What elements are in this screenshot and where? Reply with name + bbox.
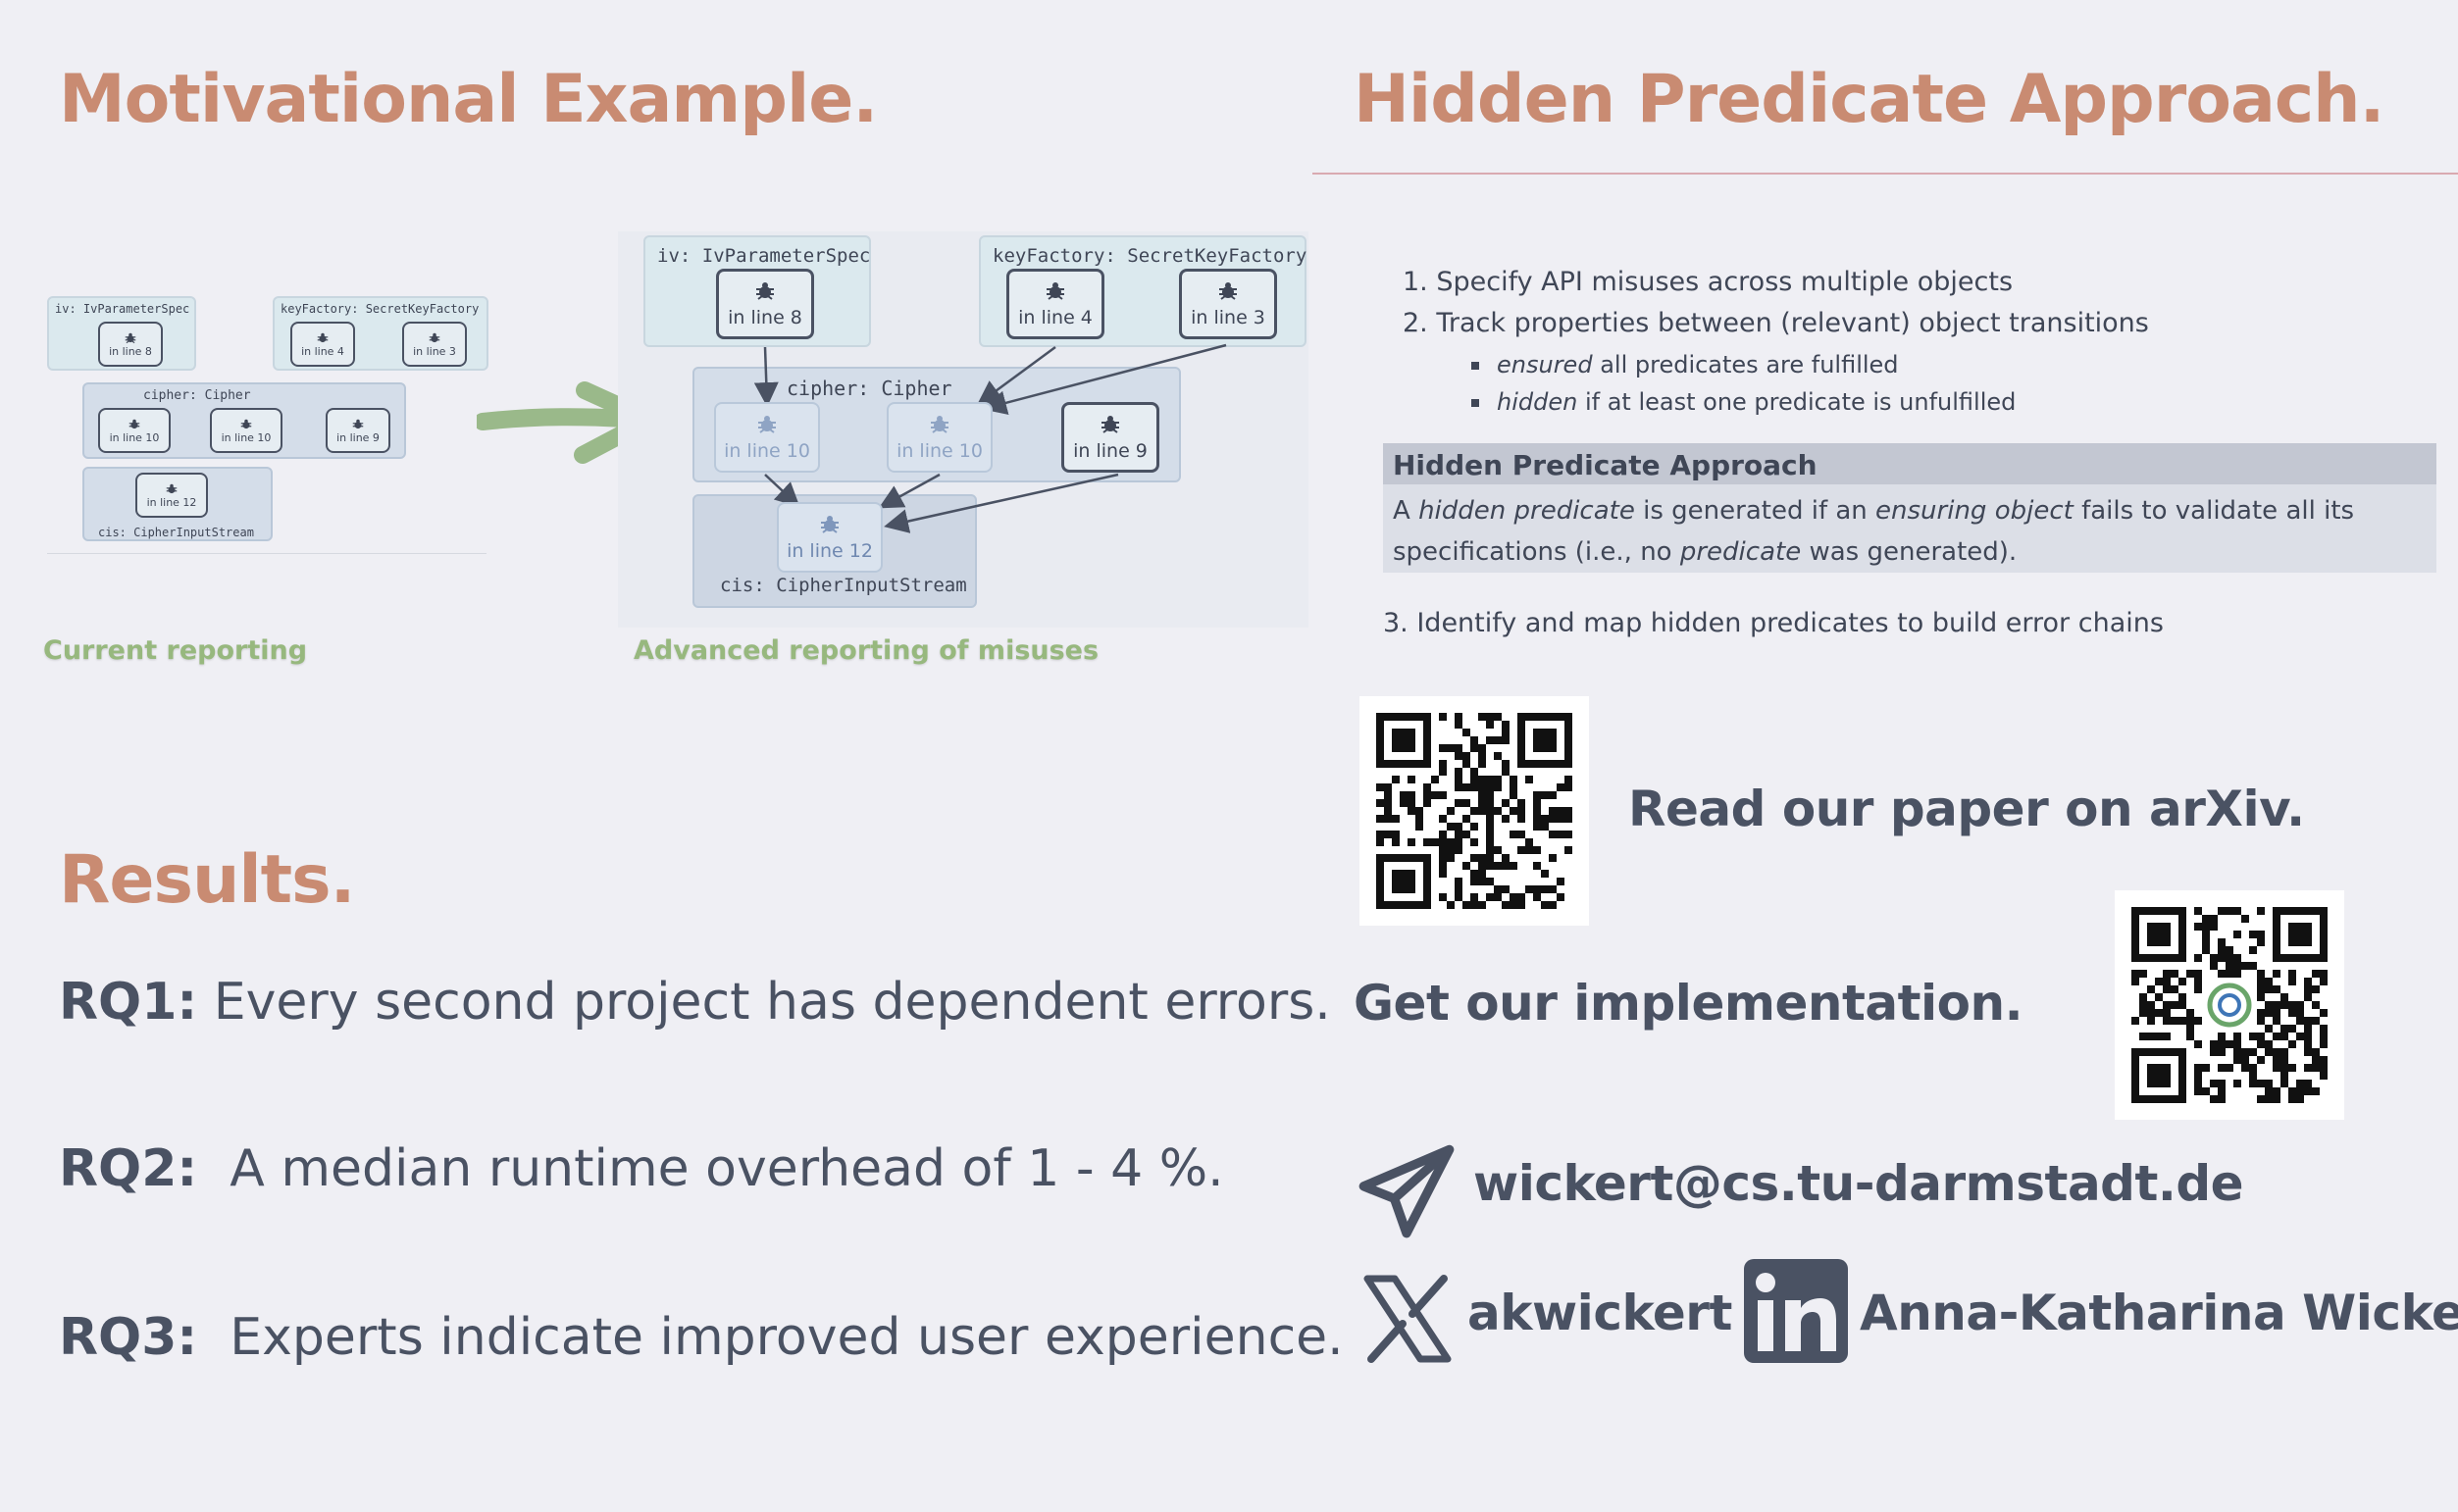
bug-icon [165, 482, 179, 496]
bug-icon [755, 413, 779, 436]
definition-box: Hidden Predicate Approach A hidden predi… [1383, 443, 2436, 573]
bug-icon [1216, 279, 1240, 303]
current-reporting-diagram: iv: IvParameterSpec keyFactory: SecretKe… [47, 290, 488, 555]
bug-line-label: in line 10 [724, 440, 810, 462]
bug-line-label: in line 8 [109, 344, 152, 358]
bug-line-label: in line 3 [413, 344, 456, 358]
hidden-predicate-heading: Hidden Predicate Approach. [1354, 61, 2384, 138]
bug-icon [753, 279, 777, 303]
email-link[interactable]: wickert@cs.tu-darmstadt.de [1473, 1155, 2244, 1212]
bug-marker-line-9: in line 9 [1061, 402, 1159, 473]
bullet-icon [1471, 362, 1479, 370]
bug-marker-line-8: in line 8 [98, 322, 163, 367]
bug-marker-line-3: in line 3 [402, 322, 467, 367]
bug-marker-line-4: in line 4 [1006, 269, 1104, 339]
cipher-object-label: cipher: Cipher [787, 377, 952, 400]
dependency-arrows [753, 343, 1227, 533]
definition-box-text: A hidden predicate is generated if an en… [1393, 496, 2355, 567]
bullet-icon [1471, 399, 1479, 407]
rq2-result: RQ2: A median runtime overhead of 1 - 4 … [59, 1139, 1224, 1198]
bug-icon [239, 418, 253, 431]
rq3-label: RQ3: [59, 1308, 198, 1367]
bug-marker-line-10a: in line 10 [714, 402, 820, 473]
iv-object-label: iv: IvParameterSpec [55, 302, 190, 316]
diagram-baseline [47, 553, 486, 554]
bug-icon [1099, 413, 1122, 436]
bug-icon [124, 331, 137, 345]
hidden-term: hidden [1497, 388, 1578, 416]
bug-line-label: in line 12 [146, 495, 197, 509]
bug-line-label: in line 10 [896, 440, 983, 462]
approach-subitem-hidden: hidden if at least one predicate is unfu… [1471, 388, 2016, 416]
cipher-object-label: cipher: Cipher [143, 388, 251, 403]
current-reporting-caption: Current reporting [43, 635, 308, 666]
x-handle-link[interactable]: akwickert [1467, 1285, 1732, 1341]
bug-line-label: in line 10 [221, 430, 272, 444]
bug-line-label: in line 4 [301, 344, 344, 358]
keyfactory-object-label: keyFactory: SecretKeyFactory [281, 302, 480, 316]
linkedin-icon [1742, 1257, 1850, 1369]
bug-line-label: in line 8 [728, 307, 802, 328]
bug-marker-line-12: in line 12 [135, 473, 208, 518]
bug-marker-line-12: in line 12 [777, 502, 883, 573]
bug-icon [818, 513, 842, 536]
bug-icon [128, 418, 141, 431]
approach-subitem-ensured: ensured all predicates are fulfilled [1471, 351, 1899, 378]
bug-marker-line-10a: in line 10 [98, 408, 171, 453]
motivation-heading: Motivational Example. [59, 61, 878, 138]
cis-object-label: cis: CipherInputStream [98, 526, 254, 539]
bug-marker-line-4: in line 4 [290, 322, 355, 367]
linkedin-name-link[interactable]: Anna-Katharina Wickert [1860, 1285, 2458, 1341]
x-logo-icon [1361, 1275, 1454, 1367]
ensured-text: all predicates are fulfilled [1592, 351, 1899, 378]
bug-marker-line-10b: in line 10 [887, 402, 993, 473]
paper-qr-code[interactable] [1359, 696, 1589, 926]
rq2-text: A median runtime overhead of 1 - 4 %. [197, 1139, 1224, 1198]
definition-box-header [1383, 443, 2436, 484]
cis-object-label: cis: CipherInputStream [720, 575, 967, 596]
heading-divider [1312, 173, 2458, 175]
rq1-label: RQ1: [59, 973, 198, 1032]
bug-marker-line-9: in line 9 [326, 408, 390, 453]
bug-marker-line-3: in line 3 [1179, 269, 1277, 339]
ensured-term: ensured [1497, 351, 1593, 378]
bug-marker-line-10b: in line 10 [210, 408, 282, 453]
implementation-link-text[interactable]: Get our implementation. [1354, 975, 2023, 1032]
bug-icon [1044, 279, 1067, 303]
approach-item-1: 1. Specify API misuses across multiple o… [1403, 267, 2014, 297]
bug-icon [928, 413, 951, 436]
bug-icon [316, 331, 330, 345]
approach-item-3: 3. Identify and map hidden predicates to… [1383, 608, 2164, 638]
approach-item-2: 2. Track properties between (relevant) o… [1403, 308, 2149, 338]
bug-marker-line-8: in line 8 [716, 269, 814, 339]
iv-object-label: iv: IvParameterSpec [657, 245, 871, 267]
bug-line-label: in line 9 [336, 430, 380, 444]
bug-icon [351, 418, 365, 431]
results-heading: Results. [59, 841, 355, 919]
paper-plane-icon [1356, 1139, 1458, 1245]
definition-box-title: Hidden Predicate Approach [1393, 449, 1818, 481]
advanced-reporting-diagram: iv: IvParameterSpec keyFactory: SecretKe… [618, 231, 1308, 628]
bug-icon [428, 331, 441, 345]
advanced-reporting-caption: Advanced reporting of misuses [634, 635, 1100, 666]
rq1-text: Every second project has dependent error… [197, 973, 1331, 1032]
hidden-text: if at least one predicate is unfulfilled [1577, 388, 2017, 416]
bug-line-label: in line 3 [1191, 307, 1265, 328]
bug-line-label: in line 12 [787, 540, 873, 562]
implementation-qr-code[interactable] [2115, 890, 2344, 1120]
rq3-result: RQ3: Experts indicate improved user expe… [59, 1308, 1344, 1367]
bug-line-label: in line 9 [1073, 440, 1148, 462]
bug-line-label: in line 10 [109, 430, 160, 444]
rq1-result: RQ1: Every second project has dependent … [59, 973, 1331, 1032]
rq3-text: Experts indicate improved user experienc… [197, 1308, 1344, 1367]
paper-link-text[interactable]: Read our paper on arXiv. [1628, 781, 2305, 837]
bug-line-label: in line 4 [1018, 307, 1093, 328]
rq2-label: RQ2: [59, 1139, 198, 1198]
keyfactory-object-label: keyFactory: SecretKeyFactory [993, 245, 1307, 267]
